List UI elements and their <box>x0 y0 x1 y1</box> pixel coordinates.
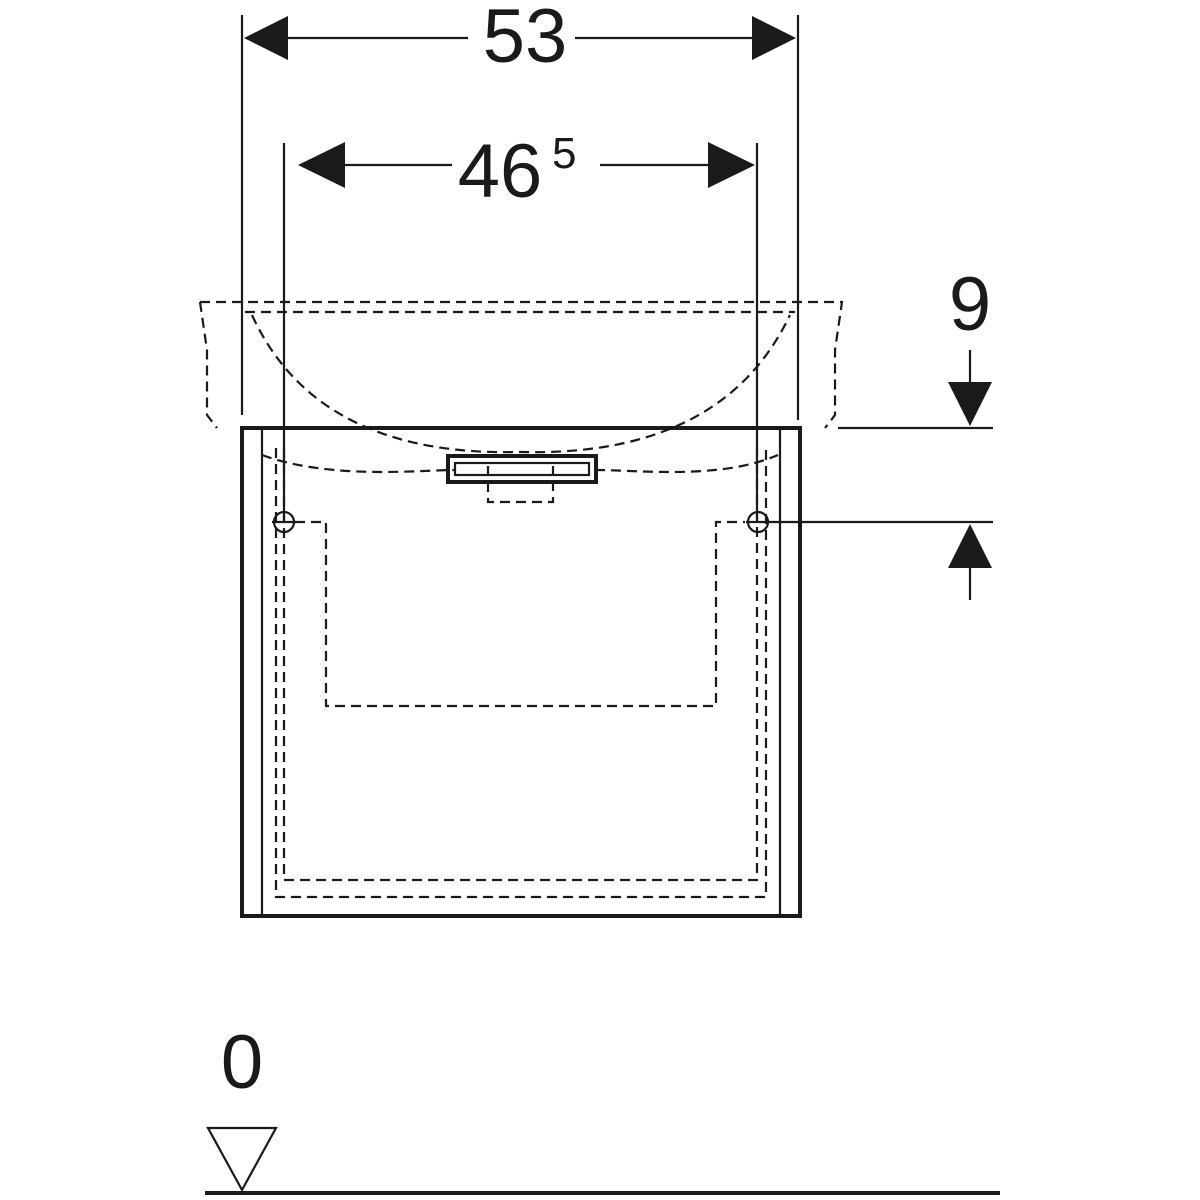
overall-width-dimension: 53 <box>240 0 800 420</box>
drawer-outline <box>274 448 768 899</box>
mounting-bolt-left <box>272 510 296 534</box>
siphon-cutout <box>295 520 745 708</box>
arrowhead-left <box>244 16 288 60</box>
axis-arrowhead-right <box>708 142 755 188</box>
axis-spacing-label: 46 <box>458 129 543 214</box>
basin-underside-right <box>594 453 779 474</box>
basin-bowl <box>250 314 791 454</box>
basin-rim <box>198 300 844 429</box>
height-offset-dimension: 9 <box>948 262 992 600</box>
drain-cover <box>446 454 598 484</box>
floor-level-label: 0 <box>221 1020 263 1105</box>
washbasin-outline <box>198 300 844 474</box>
basin-underside-left <box>261 453 456 474</box>
axis-arrowhead-left <box>298 142 345 188</box>
axis-spacing-dimension: 46 5 <box>282 129 759 520</box>
drain-fitting <box>446 454 598 504</box>
drain-pipe <box>486 466 555 504</box>
height-arrowhead-down <box>948 382 992 426</box>
mounting-bolt-right <box>746 510 770 534</box>
height-arrowhead-up <box>948 524 992 568</box>
vanity-unit <box>240 426 802 918</box>
floor-reference: 0 <box>205 1020 1000 1195</box>
drawer-inner <box>282 448 759 882</box>
axis-spacing-superscript: 5 <box>552 129 576 178</box>
height-offset-label: 9 <box>949 262 991 347</box>
overall-width-label: 53 <box>483 0 568 79</box>
vanity-cabinet-body <box>240 426 802 918</box>
drain-slot <box>453 461 591 477</box>
floor-level-triangle <box>206 1126 278 1193</box>
arrowhead-right <box>752 16 796 60</box>
drawer-outer <box>274 448 768 899</box>
